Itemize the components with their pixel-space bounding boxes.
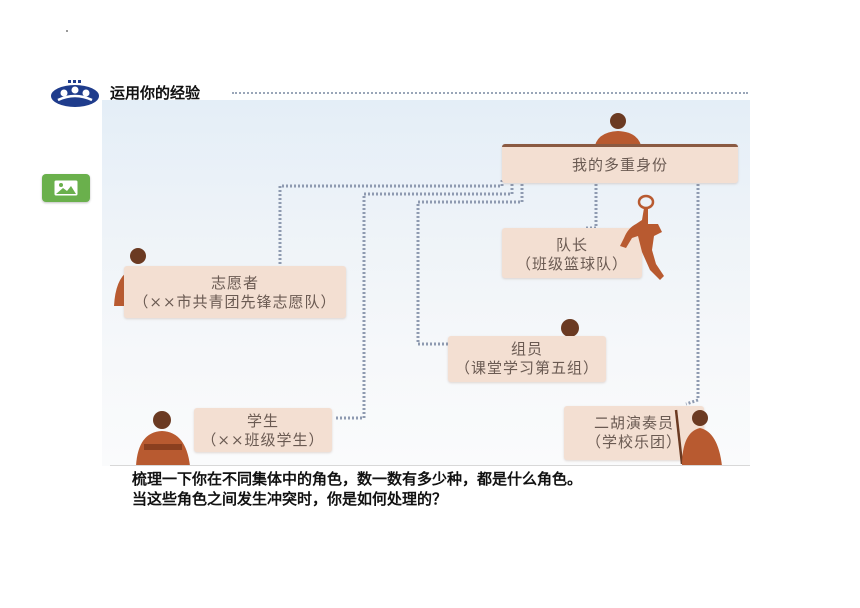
role-box-volunteer: 志愿者 （××市共青团先锋志愿队） [124,266,346,318]
role-title-volunteer: 志愿者 [210,274,259,292]
connector-captain [584,180,598,230]
section-title: 运用你的经验 [110,84,201,102]
role-box-student: 学生 （××班级学生） [194,408,332,452]
question-2: 当这些角色之间发生冲突时，你是如何处理的？ [132,490,448,508]
role-subtitle-captain: （班级篮球队） [515,255,628,273]
center-identity-box: 我的多重身份 [502,144,738,183]
logo-icon [51,80,99,107]
connector-erhu [685,180,700,406]
role-subtitle-volunteer: （××市共青团先锋志愿队） [133,293,337,311]
connector-lines [278,180,700,420]
role-title-erhu: 二胡演奏员 [593,414,674,432]
header-divider [232,92,748,94]
bottom-divider [110,465,750,466]
image-icon [54,180,78,196]
erhu-player-figure [674,409,722,466]
center-identity-label: 我的多重身份 [571,156,668,174]
role-title-student: 学生 [246,412,279,430]
multiple-identities-diagram: 我的多重身份 队长 （班级篮球队） 志愿者 （××市共青团先锋志愿队） 组员 （… [102,100,750,466]
role-box-erhu: 二胡演奏员 （学校乐团） [564,406,704,460]
connector-volunteer [278,180,504,266]
student-figure [136,411,190,466]
question-1: 梳理一下你在不同集体中的角色，数一数有多少种，都是什么角色。 [132,470,583,488]
connector-member [416,180,524,346]
basketball-player-figure [620,194,664,280]
image-button[interactable] [42,174,90,202]
role-subtitle-member: （课堂学习第五组） [454,359,599,377]
role-title-member: 组员 [510,340,543,358]
role-title-captain: 队长 [555,236,588,254]
role-box-captain: 队长 （班级篮球队） [502,228,642,278]
role-subtitle-erhu: （学校乐团） [585,433,682,451]
decorative-dot [66,30,68,32]
role-box-member: 组员 （课堂学习第五组） [448,336,606,382]
role-subtitle-student: （××班级学生） [201,431,325,449]
connector-student [334,180,514,420]
